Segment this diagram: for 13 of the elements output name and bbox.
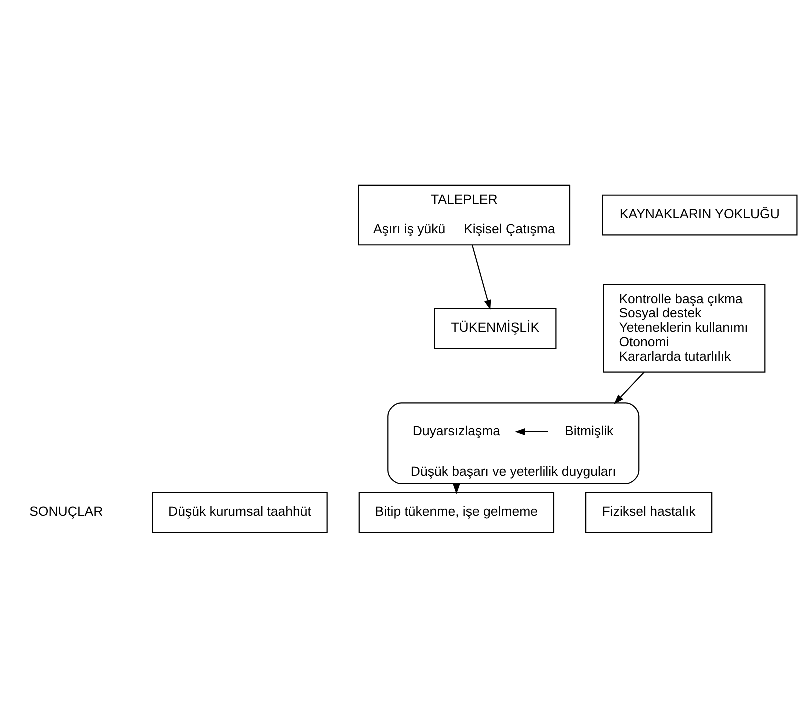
node-box: Kontrolle başa çıkma Sosyal destek Yeteneklerin kullanımı Otonomi Kararlarda tutarlılık	[603, 284, 766, 373]
arrow	[472, 245, 492, 310]
node-text: Bitmişlik	[565, 423, 614, 438]
node-box: TÜKENMİŞLİK	[434, 308, 557, 350]
node-text: Duyarsızlaşma	[412, 423, 500, 438]
node-box: Bitip tükenme, işe gelmeme	[358, 492, 555, 534]
arrow	[515, 428, 548, 436]
node-box: Düşük kurumsal taahhüt	[152, 492, 328, 534]
node-box: TALEPLER Aşırı iş yükü Kişisel Çatışma	[358, 184, 571, 246]
arrow	[614, 372, 645, 404]
label: SONUÇLAR	[30, 504, 104, 520]
node-box: KAYNAKLARIN YOKLUĞU	[602, 194, 798, 236]
node-box: Fiziksel hastalık	[585, 492, 713, 534]
